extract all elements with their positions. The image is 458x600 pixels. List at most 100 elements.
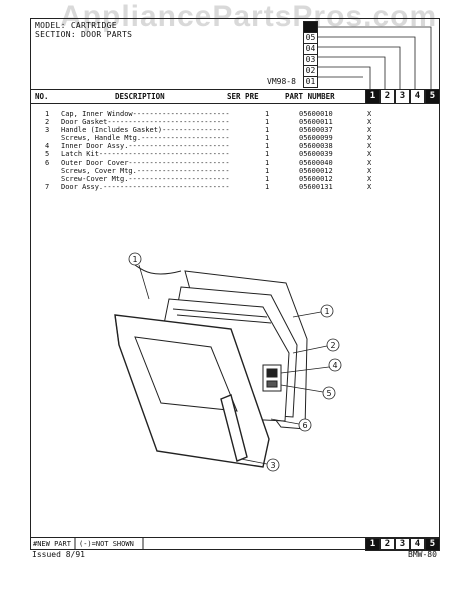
- table-row: 7 Door Assy.----------------------------…: [31, 183, 439, 191]
- table-row: Screws, Handle Mtg.---------------------…: [31, 134, 439, 142]
- issued-date: Issued 8/91: [32, 550, 85, 559]
- callout-label: 5: [326, 389, 331, 398]
- row-mark: X: [367, 142, 372, 151]
- row-mark: X: [367, 150, 372, 159]
- callout-label: 3: [270, 461, 275, 470]
- sheet-footer: #NEW PART (-)=NOT SHOWN: [31, 537, 439, 550]
- revision-box: 02: [303, 65, 318, 76]
- row-no: 4: [45, 142, 50, 151]
- table-row: 4 Inner Door Assy.----------------------…: [31, 142, 439, 150]
- door-handle: [220, 394, 248, 462]
- row-no: 1: [45, 110, 50, 118]
- row-part-number: 05600040: [299, 158, 333, 167]
- row-part-number: 05600012: [299, 166, 333, 175]
- row-mark: X: [367, 118, 372, 127]
- revision-leader-lines: [317, 26, 432, 89]
- footer-number-box: 4: [410, 538, 425, 551]
- row-mark: X: [367, 174, 372, 183]
- row-qty: 1: [265, 118, 270, 127]
- door-exploded-diagram: 1 1 2 4 5 6 3: [114, 252, 342, 472]
- row-part-number: 05600038: [299, 142, 333, 151]
- row-qty: 1: [265, 134, 270, 143]
- title-line-1: MODEL: CARTRIDGE: [35, 21, 117, 30]
- col-number-box: 1: [365, 89, 380, 104]
- row-description: Handle (Includes Gasket)----------------: [61, 126, 230, 135]
- row-qty: 1: [265, 174, 270, 183]
- col-no: NO.: [35, 92, 49, 101]
- row-description: Screw-Cover Mtg.------------------------: [61, 174, 230, 183]
- row-no: 7: [45, 182, 50, 191]
- table-row: Screws, Cover Mtg.----------------------…: [31, 167, 439, 175]
- table-header: NO. DESCRIPTION SER PRE PART NUMBER: [31, 89, 439, 104]
- row-qty: 1: [265, 166, 270, 175]
- callout-circle: [322, 386, 336, 400]
- table-row: 3 Handle (Includes Gasket)--------------…: [31, 126, 439, 134]
- callout-circle: [328, 358, 342, 372]
- row-description: Inner Door Assy.------------------------: [61, 142, 230, 151]
- callout-label: 2: [330, 341, 335, 350]
- row-part-number: 05600010: [299, 110, 333, 118]
- row-description: Door Assy.------------------------------: [61, 182, 230, 191]
- row-mark: X: [367, 134, 372, 143]
- parts-list: 1 Cap, Inner Window---------------------…: [31, 110, 439, 191]
- row-description: Door Gasket-----------------------------: [61, 118, 230, 127]
- row-qty: 1: [265, 142, 270, 151]
- title-line-2: SECTION: DOOR PARTS: [35, 30, 133, 39]
- row-mark: X: [367, 182, 372, 191]
- row-no: 5: [45, 150, 50, 159]
- table-row: 1 Cap, Inner Window---------------------…: [31, 110, 439, 118]
- row-part-number: 05600037: [299, 126, 333, 135]
- sheet-title: MODEL: CARTRIDGE SECTION: DOOR PARTS: [35, 21, 132, 39]
- col-description: DESCRIPTION: [115, 92, 165, 101]
- row-part-number: 05600099: [299, 134, 333, 143]
- row-no: 3: [45, 126, 50, 135]
- callout-circle: [128, 252, 142, 266]
- footer-number-box: 1: [365, 538, 380, 551]
- row-description: Outer Door Cover------------------------: [61, 158, 230, 167]
- row-mark: X: [367, 110, 372, 118]
- col-ser-pre: SER PRE: [227, 92, 259, 101]
- table-row: 6 Outer Door Cover----------------------…: [31, 159, 439, 167]
- model-code: VM98-8: [267, 77, 296, 86]
- row-no: 2: [45, 118, 50, 127]
- table-row: Screw-Cover Mtg.------------------------…: [31, 175, 439, 183]
- row-mark: X: [367, 158, 372, 167]
- row-qty: 1: [265, 150, 270, 159]
- callout-label: 1: [132, 255, 137, 264]
- revision-box-top: [303, 21, 318, 32]
- row-no: 6: [45, 158, 50, 167]
- row-mark: X: [367, 166, 372, 175]
- col-number-box: 3: [395, 89, 410, 104]
- callout-circle: [326, 338, 340, 352]
- revision-box: 01: [303, 76, 318, 88]
- row-qty: 1: [265, 126, 270, 135]
- row-description: Latch Kit-------------------------------: [61, 150, 230, 159]
- table-row: 2 Door Gasket---------------------------…: [31, 118, 439, 126]
- row-part-number: 05600012: [299, 174, 333, 183]
- row-part-number: 05600039: [299, 150, 333, 159]
- row-mark: X: [367, 126, 372, 135]
- col-number-box: 2: [380, 89, 395, 104]
- callout-label: 4: [332, 361, 337, 370]
- footer-dividers: [74, 537, 144, 549]
- door-window: [134, 336, 238, 412]
- callout-circle: [266, 458, 280, 472]
- col-number-box: 5: [425, 89, 440, 104]
- col-part-number: PART NUMBER: [285, 92, 335, 101]
- row-qty: 1: [265, 182, 270, 191]
- footer-number-box: 3: [395, 538, 410, 551]
- table-row: 5 Latch Kit-----------------------------…: [31, 150, 439, 158]
- parts-sheet: MODEL: CARTRIDGE SECTION: DOOR PARTS VM9…: [30, 18, 440, 551]
- footer-number-box: 5: [425, 538, 440, 551]
- row-qty: 1: [265, 110, 270, 118]
- callout-circle: [320, 304, 334, 318]
- row-part-number: 05600131: [299, 182, 333, 191]
- callout-circle: [298, 418, 312, 432]
- footer-number-box: 2: [380, 538, 395, 551]
- col-number-box: 4: [410, 89, 425, 104]
- revision-box: 04: [303, 43, 318, 54]
- row-description: Cap, Inner Window-----------------------: [61, 110, 230, 118]
- document-number: BMW-80: [408, 550, 437, 559]
- callout-label: 1: [324, 307, 329, 316]
- callout-label: 6: [302, 421, 307, 430]
